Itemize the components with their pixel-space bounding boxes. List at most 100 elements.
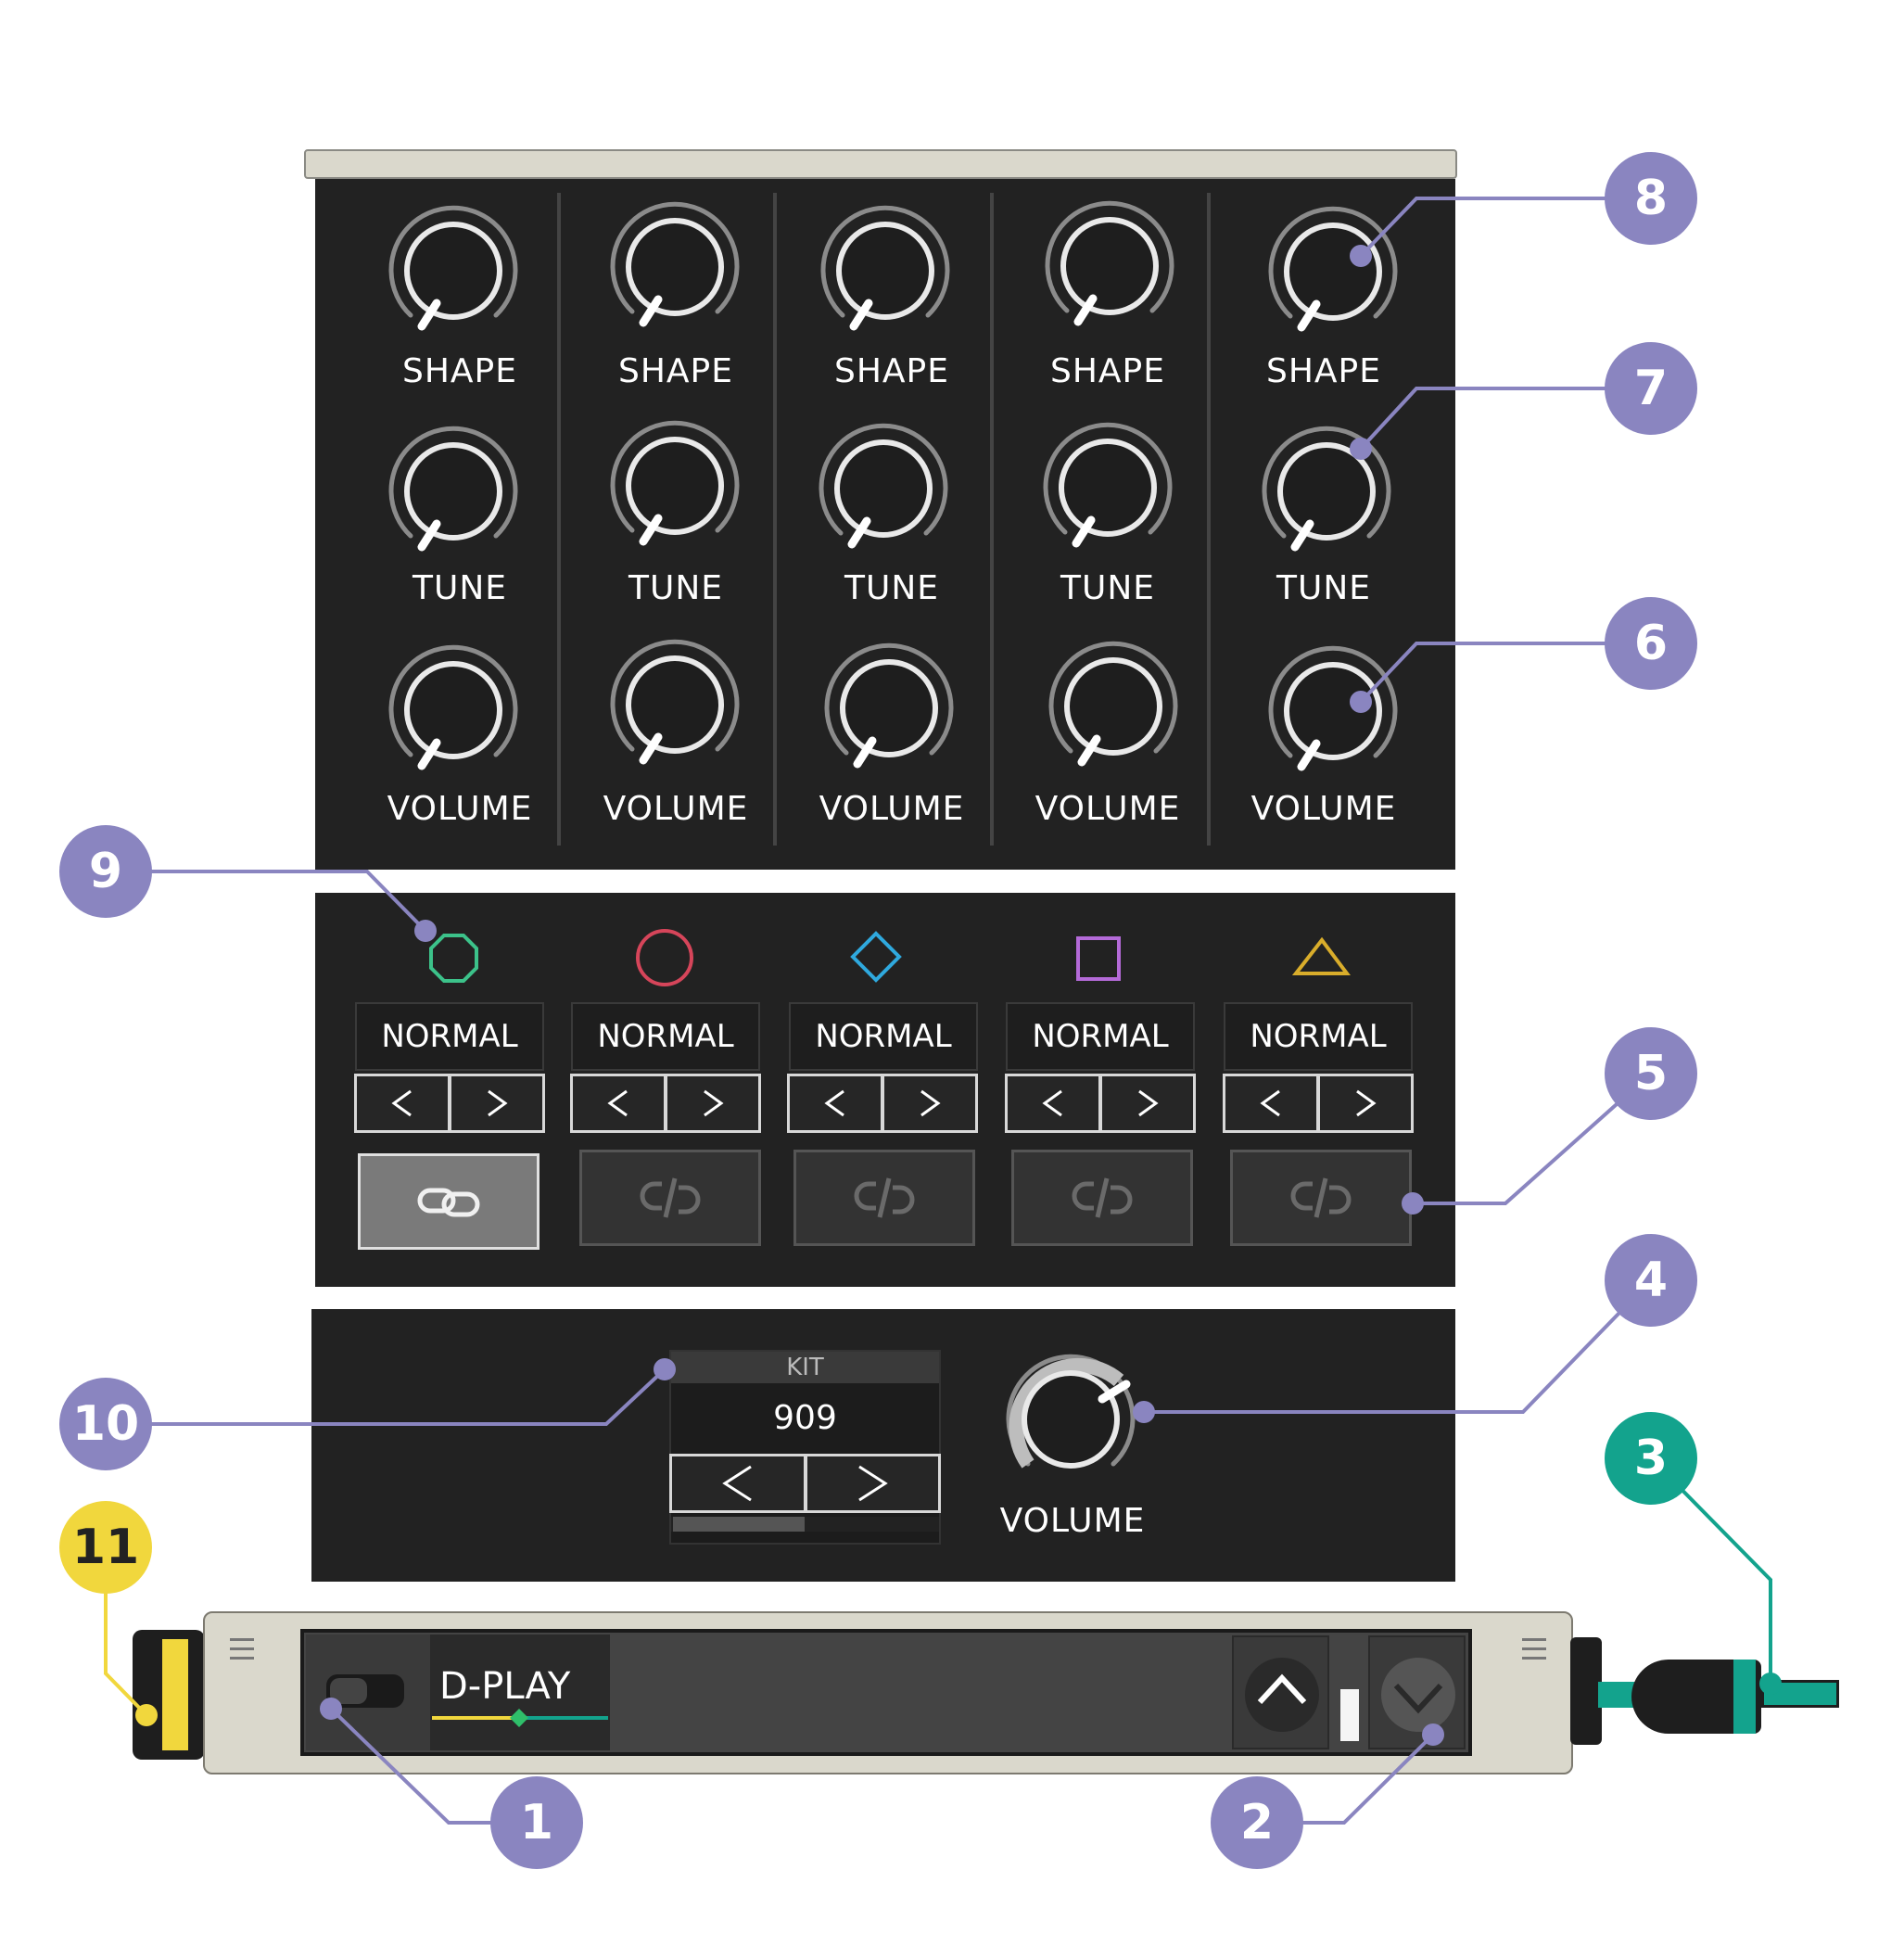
chevron-right-icon bbox=[858, 1465, 889, 1502]
prev-mode-button[interactable] bbox=[570, 1074, 666, 1133]
volume-label: VOLUME bbox=[603, 790, 749, 828]
next-mode-button[interactable] bbox=[451, 1074, 545, 1133]
teal-cable[interactable] bbox=[1598, 1660, 1841, 1734]
callout-4: 4 bbox=[1605, 1234, 1697, 1327]
prev-kit-button[interactable] bbox=[669, 1454, 806, 1513]
hamburger-icon[interactable] bbox=[1522, 1636, 1546, 1660]
link-toggle-button[interactable] bbox=[1011, 1150, 1193, 1246]
tune-label: TUNE bbox=[412, 569, 507, 607]
chevron-left-icon bbox=[721, 1465, 752, 1502]
shape-label: SHAPE bbox=[1049, 352, 1165, 390]
triangle-icon bbox=[1291, 936, 1351, 975]
master-volume-knob[interactable] bbox=[1006, 1354, 1136, 1469]
unlink-icon bbox=[1072, 1177, 1133, 1218]
next-mode-button[interactable] bbox=[666, 1074, 761, 1133]
circle-icon bbox=[636, 929, 693, 986]
volume-label: VOLUME bbox=[387, 790, 533, 828]
shape-label: SHAPE bbox=[1265, 352, 1381, 390]
mode-selector bbox=[1223, 1074, 1414, 1133]
unlink-icon bbox=[854, 1177, 915, 1218]
link-toggle-button[interactable] bbox=[358, 1153, 539, 1250]
power-toggle[interactable] bbox=[326, 1674, 404, 1708]
prev-mode-button[interactable] bbox=[354, 1074, 451, 1133]
volume-label: VOLUME bbox=[1035, 790, 1181, 828]
mode-selector bbox=[570, 1074, 761, 1133]
chevron-right-icon bbox=[704, 1089, 724, 1117]
callout-7: 7 bbox=[1605, 342, 1697, 435]
next-mode-button[interactable] bbox=[1319, 1074, 1414, 1133]
callout-8: 8 bbox=[1605, 152, 1697, 245]
level-indicator bbox=[1340, 1689, 1359, 1741]
chevron-left-icon bbox=[1260, 1089, 1280, 1117]
chevron-up-icon bbox=[1257, 1673, 1307, 1705]
top-rail bbox=[304, 149, 1457, 179]
link-toggle-button[interactable] bbox=[1230, 1150, 1412, 1246]
tune-label: TUNE bbox=[844, 569, 939, 607]
prev-mode-button[interactable] bbox=[787, 1074, 883, 1133]
up-button[interactable] bbox=[1232, 1635, 1329, 1749]
kit-scroll-thumb[interactable] bbox=[673, 1517, 805, 1532]
module-name-area bbox=[430, 1634, 610, 1750]
link-toggle-button[interactable] bbox=[579, 1150, 761, 1246]
column-divider bbox=[773, 193, 777, 846]
prev-mode-button[interactable] bbox=[1223, 1074, 1319, 1133]
next-mode-button[interactable] bbox=[883, 1074, 978, 1133]
mode-display: NORMAL bbox=[789, 1002, 978, 1071]
chevron-left-icon bbox=[1042, 1089, 1062, 1117]
hamburger-icon[interactable] bbox=[230, 1636, 254, 1660]
link-icon bbox=[417, 1188, 480, 1217]
link-toggle-button[interactable] bbox=[793, 1150, 975, 1246]
chevron-down-icon bbox=[1393, 1683, 1443, 1714]
next-kit-button[interactable] bbox=[806, 1454, 941, 1513]
kit-value: 909 bbox=[773, 1399, 837, 1437]
mode-selector bbox=[354, 1074, 545, 1133]
mode-display: NORMAL bbox=[1006, 1002, 1195, 1071]
column-divider bbox=[557, 193, 561, 846]
diamond-icon bbox=[850, 931, 902, 983]
mode-selector bbox=[1005, 1074, 1196, 1133]
master-volume-label: VOLUME bbox=[999, 1502, 1146, 1540]
chevron-right-icon bbox=[488, 1089, 508, 1117]
shape-label: SHAPE bbox=[833, 352, 949, 390]
chevron-right-icon bbox=[920, 1089, 941, 1117]
callout-3: 3 bbox=[1605, 1412, 1697, 1505]
mode-display: NORMAL bbox=[571, 1002, 760, 1071]
next-mode-button[interactable] bbox=[1101, 1074, 1196, 1133]
tune-label: TUNE bbox=[1060, 569, 1155, 607]
kit-arrows bbox=[669, 1454, 941, 1513]
down-button[interactable] bbox=[1368, 1635, 1466, 1749]
prev-mode-button[interactable] bbox=[1005, 1074, 1101, 1133]
shape-label: SHAPE bbox=[401, 352, 517, 390]
kit-header: KIT bbox=[671, 1352, 939, 1383]
yellow-jack[interactable] bbox=[133, 1630, 205, 1760]
chevron-right-icon bbox=[1356, 1089, 1377, 1117]
mode-display: NORMAL bbox=[1224, 1002, 1413, 1071]
mode-display: NORMAL bbox=[355, 1002, 544, 1071]
kit-scroll-track bbox=[671, 1517, 939, 1532]
chevron-right-icon bbox=[1138, 1089, 1159, 1117]
kit-selector: KIT 909 bbox=[669, 1350, 941, 1545]
callout-11: 11 bbox=[59, 1501, 152, 1594]
square-icon bbox=[1076, 936, 1121, 981]
shape-label: SHAPE bbox=[617, 352, 733, 390]
tune-label: TUNE bbox=[1276, 569, 1371, 607]
column-divider bbox=[990, 193, 994, 846]
callout-10: 10 bbox=[59, 1378, 152, 1470]
volume-label: VOLUME bbox=[1250, 790, 1397, 828]
callout-1: 1 bbox=[490, 1776, 583, 1869]
output-jack[interactable] bbox=[1570, 1637, 1602, 1745]
chevron-left-icon bbox=[391, 1089, 412, 1117]
octagon-icon bbox=[429, 934, 478, 983]
volume-label: VOLUME bbox=[819, 790, 965, 828]
tune-label: TUNE bbox=[628, 569, 723, 607]
chevron-left-icon bbox=[607, 1089, 628, 1117]
column-divider bbox=[1207, 193, 1211, 846]
callout-6: 6 bbox=[1605, 597, 1697, 690]
diamond-marker-icon bbox=[510, 1709, 528, 1727]
callout-9: 9 bbox=[59, 825, 152, 918]
unlink-icon bbox=[1290, 1177, 1352, 1218]
